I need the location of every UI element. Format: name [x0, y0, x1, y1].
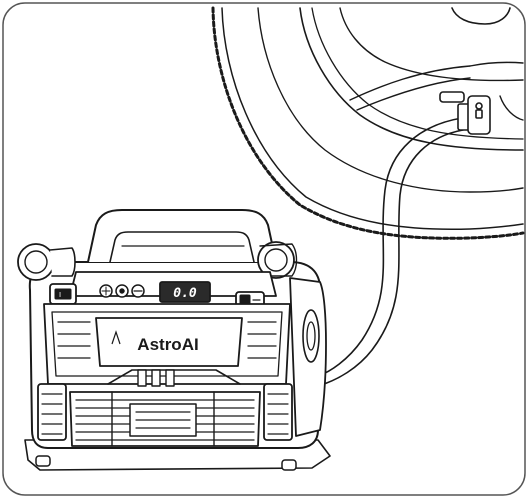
brand-logo-text: AstroAI — [137, 335, 198, 354]
chuck-lock-icon — [475, 109, 483, 119]
foot-right — [281, 459, 297, 471]
hose-inner-edge — [317, 129, 464, 387]
air-compressor: I — [17, 209, 331, 471]
logo-plate — [95, 317, 243, 367]
brace-post-2 — [151, 369, 161, 387]
bumper-right-ribs — [267, 393, 289, 435]
tire-illustration — [211, 6, 525, 240]
rim-accent — [499, 95, 524, 121]
bumper-left — [37, 383, 67, 441]
chuck-valve-icon — [475, 102, 483, 110]
switch-mark-left: I — [59, 291, 61, 299]
bumper-right — [263, 383, 293, 441]
right-hose-knob-inner — [264, 248, 288, 272]
brand-logo: AstroAI — [111, 330, 199, 354]
left-hose-holder — [49, 247, 76, 277]
spoke-line-2 — [356, 77, 471, 111]
unit-button-icon — [101, 286, 111, 296]
side-port-inner — [306, 321, 316, 351]
hose-chuck — [439, 91, 491, 135]
grille-center-slats — [135, 411, 191, 429]
spoke-line-3 — [469, 61, 524, 67]
chuck-lever — [439, 91, 465, 103]
foot-left — [35, 455, 51, 467]
bumper-left-ribs — [41, 393, 63, 435]
tire-sidewall-outer — [221, 7, 524, 231]
brace-post-1 — [137, 369, 147, 387]
right-hose-holder — [259, 243, 298, 277]
front-vents-left — [57, 321, 91, 359]
brace-post-3 — [165, 369, 175, 387]
pressure-display — [159, 281, 211, 303]
front-face-inner — [51, 311, 283, 377]
logo-star-icon — [111, 330, 121, 345]
minus-button-icon — [119, 288, 125, 294]
left-hose-knob-inner — [24, 250, 48, 274]
tire-sidewall-inner — [257, 7, 524, 193]
tire-tread-edge — [211, 6, 525, 240]
hub-cap — [451, 7, 511, 25]
front-vents-right — [247, 321, 277, 359]
carry-handle-inner — [109, 231, 255, 263]
grille-dividers — [111, 391, 215, 447]
air-hose — [317, 117, 464, 387]
hose-outer-edge — [317, 117, 463, 377]
pressure-reading: 0.0 — [173, 286, 197, 301]
power-switch-left-rocker — [54, 288, 72, 300]
hub-line-1 — [339, 7, 524, 82]
rim-inner — [311, 7, 524, 140]
rim-outer — [299, 7, 524, 151]
spoke-line-1 — [349, 65, 471, 101]
